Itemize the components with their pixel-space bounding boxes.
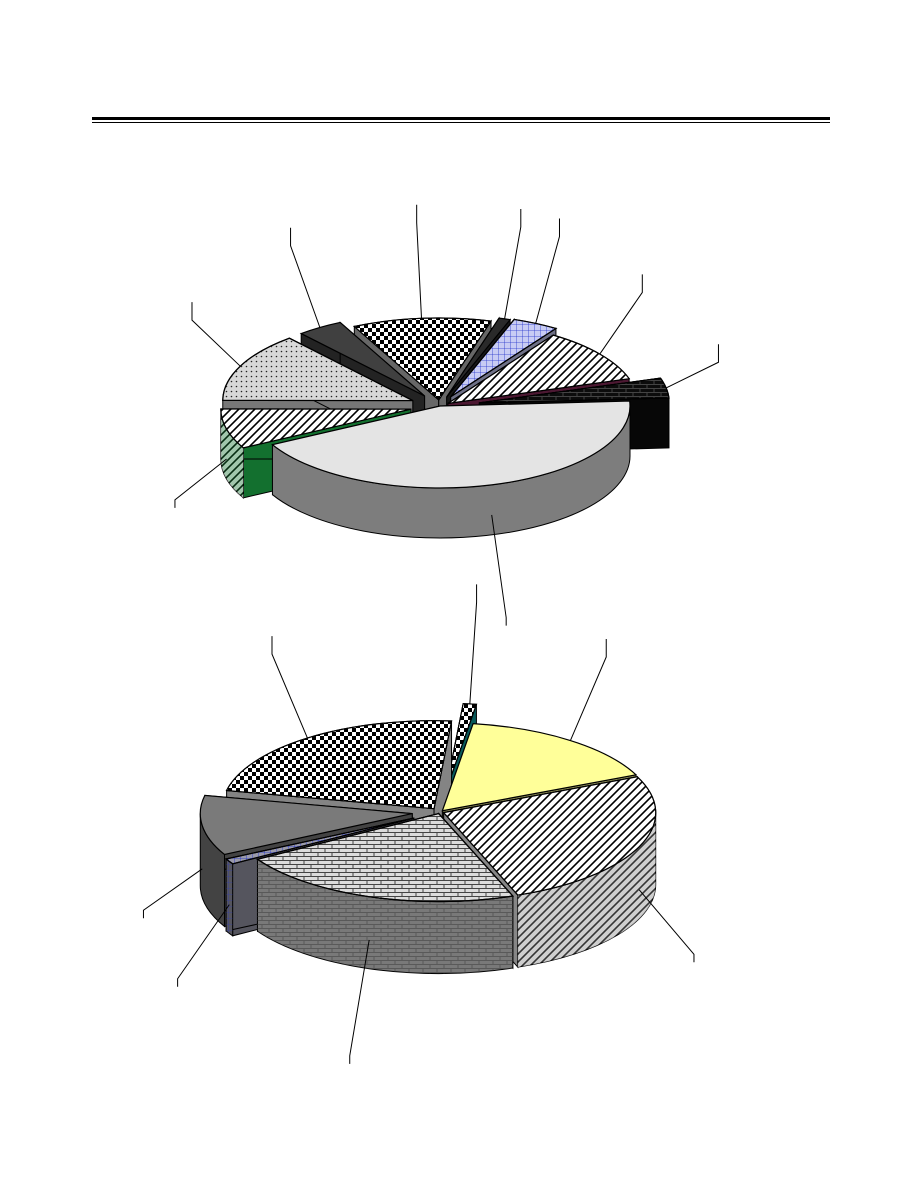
chart-2-leader-line-1 [349,939,370,1064]
chart-1-leader-line-7 [599,274,643,355]
chart-1-leader-line-4 [416,204,423,319]
pie-chart-1 [174,204,719,626]
chart-2-leader-line-0 [638,889,695,963]
chart-1-slice-0 [271,400,631,626]
chart-2-leader-line-4 [271,636,308,739]
chart-1-leader-line-5 [504,209,522,319]
chart-1-leader-line-1 [174,458,227,508]
chart-1-leader-line-6 [535,218,560,324]
chart-2-leader-line-6 [569,639,607,741]
chart-1-leader-line-0 [491,514,507,626]
chart-2-leader-line-3 [142,868,203,919]
chart-1-leader-line-2 [191,302,241,367]
chart-1-leader-line-8 [665,344,719,389]
pie-chart-2 [142,584,695,1064]
chart-2-slice-1 [256,812,514,1064]
chart-2-leader-line-5 [469,584,478,704]
header-rule-thick [92,117,830,120]
header-rule-thin [92,122,830,123]
chart-1-leader-line-3 [290,227,321,328]
chart-2-leader-line-2 [177,904,230,987]
